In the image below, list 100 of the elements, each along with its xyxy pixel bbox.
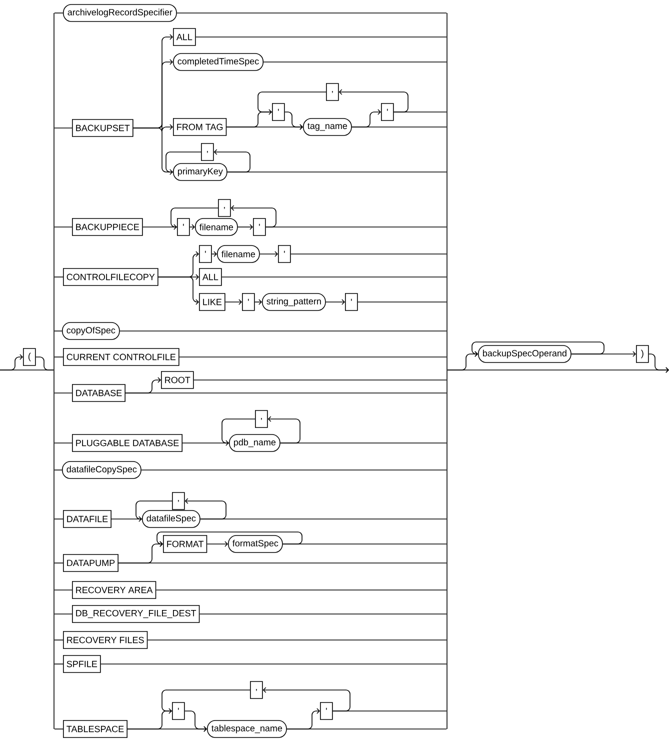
connector-line: [136, 500, 172, 520]
connector-line: [189, 224, 195, 230]
nonterminal-box: copyOfSpec: [62, 322, 120, 340]
keyword-box: BACKUPPIECE: [72, 218, 143, 236]
connector-line: [262, 687, 350, 712]
nonterminal-box: archivelogRecordSpecifier: [63, 4, 177, 22]
keyword-box: ,: [326, 83, 339, 101]
keyword-box: ROOT: [161, 371, 194, 389]
connector-line: [54, 226, 72, 228]
keyword-box: ': [177, 218, 190, 236]
keyword-box: PLUGGABLE DATABASE: [72, 434, 182, 452]
nonterminal-box: primaryKey: [173, 163, 228, 181]
connector-line: [158, 276, 199, 305]
connector-line: [472, 342, 604, 357]
keyword-box: ,: [255, 410, 268, 428]
connector-line: [222, 418, 256, 444]
nonterminal-box: tablespace_name: [207, 720, 287, 738]
connector-line: [125, 392, 447, 394]
connector-line: [195, 36, 447, 38]
connector-line: [132, 128, 173, 175]
connector-line: [176, 12, 447, 14]
keyword-box: DATAFILE: [63, 510, 112, 528]
connector-line: [230, 205, 276, 228]
nonterminal-box: datafileCopySpec: [62, 461, 142, 479]
keyword-box: SPFILE: [63, 655, 101, 673]
connector-line: [111, 516, 142, 522]
keyword-box: ': [381, 103, 394, 121]
connector-line: [170, 208, 218, 228]
keyword-box: ,: [172, 492, 185, 510]
connector-line: [54, 562, 64, 564]
connector-line: [178, 356, 447, 358]
connector-line: [284, 112, 303, 130]
connector-line: [325, 299, 345, 305]
keyword-box: TABLESPACE: [63, 720, 128, 738]
keyword-box: ': [253, 218, 266, 236]
connector-line: [54, 442, 72, 444]
keyword-box: ': [272, 103, 285, 121]
keyword-box: BACKUPSET: [72, 119, 134, 137]
nonterminal-box: filename: [217, 245, 260, 263]
connector-line: [206, 541, 228, 547]
connector-line: [351, 126, 447, 128]
connector-line: [265, 226, 447, 228]
connector-line: [166, 152, 202, 172]
nonterminal-box: backupSpecOperand: [478, 345, 572, 363]
nonterminal-box: formatSpec: [228, 535, 283, 553]
keyword-box: ,: [201, 143, 214, 161]
connector-line: [286, 728, 447, 730]
connector-line: [280, 442, 447, 444]
keyword-box: RECOVERY FILES: [63, 631, 148, 649]
connector-line: [221, 276, 447, 278]
nonterminal-box: string_pattern: [262, 293, 326, 311]
keyword-box: ': [199, 245, 212, 263]
keyword-box: ': [320, 702, 333, 720]
keyword-box: (: [23, 348, 36, 366]
keyword-box: DB_RECOVERY_FILE_DEST: [72, 605, 200, 623]
nonterminal-box: pdb_name: [229, 434, 280, 452]
keyword-box: ,: [250, 681, 263, 699]
keyword-box: FORMAT: [163, 535, 208, 553]
connector-line: [54, 518, 64, 520]
connector-line: [54, 356, 64, 358]
keyword-box: LIKE: [199, 293, 226, 311]
connector-line: [214, 149, 250, 172]
connector-line: [54, 392, 72, 394]
keyword-box: RECOVERY AREA: [72, 581, 156, 599]
connector-line: [54, 330, 62, 332]
connector-line: [184, 498, 226, 520]
connector-line: [119, 330, 447, 332]
connector-line: [224, 299, 242, 305]
keyword-box: ALL: [173, 28, 196, 46]
connector-line: [648, 354, 669, 373]
connector-line: [54, 12, 64, 14]
connector-line: [184, 710, 207, 732]
connector-line: [142, 224, 177, 230]
keyword-box: DATAPUMP: [63, 554, 118, 572]
connector-line: [54, 728, 64, 730]
connector-line: [258, 92, 326, 112]
nonterminal-box: tag_name: [303, 118, 352, 136]
connector-line: [211, 251, 217, 257]
connector-line: [118, 562, 447, 564]
keyword-box: ): [636, 345, 649, 363]
connector-line: [332, 710, 447, 712]
keyword-box: ': [345, 293, 358, 311]
connector-line: [259, 251, 278, 257]
keyword-box: DATABASE: [72, 384, 126, 402]
connector-line: [254, 299, 262, 305]
connector-line: [54, 276, 64, 278]
connector-line: [182, 440, 229, 446]
connector-line: [35, 356, 54, 370]
connector-line: [162, 690, 250, 712]
keyword-box: ,: [218, 199, 231, 217]
keyword-box: ': [172, 702, 185, 720]
keyword-box: ALL: [199, 268, 222, 286]
connector-line: [570, 351, 636, 357]
keyword-box: CURRENT CONTROLFILE: [63, 348, 180, 366]
connector-line: [338, 89, 408, 112]
connector-line: [200, 518, 447, 520]
keyword-box: CONTROLFILECOPY: [63, 268, 158, 286]
connector-line: [268, 416, 300, 444]
connector-line: [156, 532, 302, 547]
nonterminal-box: completedTimeSpec: [173, 53, 264, 71]
